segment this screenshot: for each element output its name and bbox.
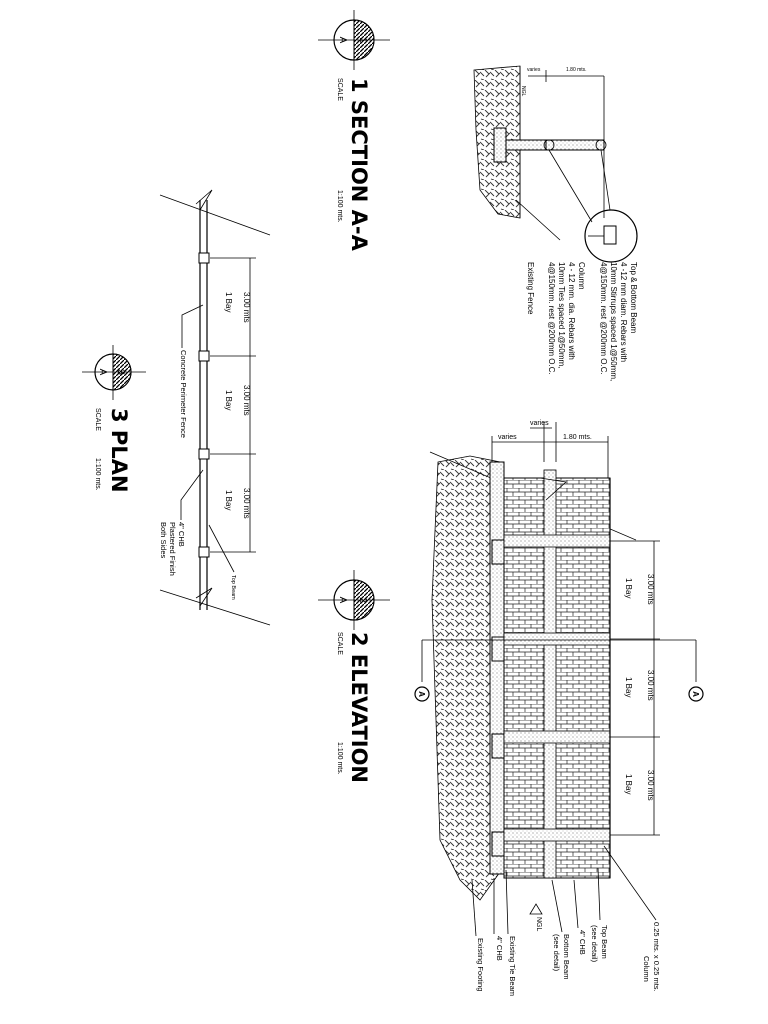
elevation-ngl: NGL [535,917,542,932]
section-detail-callout [515,149,638,263]
elevation-marker: A 2 [318,570,390,630]
elevation-marker-number: 2 [357,597,368,603]
section-marker-letter: A [337,37,348,44]
section-note-col-2: 4 - 12 mm. dia. Rebars with [567,262,576,360]
elevation-cut-a-left: A [417,691,426,697]
elevation-label-column-1: 0.25 mts. x 0.25 mts. [652,922,661,992]
plan-dimensions: 3.00 mts 3.00 mts 3.00 mts 1 Bay 1 Bay 1… [210,257,256,553]
elevation-label-tie-beam: Existing Tie Beam [508,936,517,996]
section-marker: A 1 [318,10,390,70]
plan-dim-3: 3.00 mts [242,488,251,519]
elevation-scale-label: SCALE [336,632,343,655]
plan-marker-number: 3 [115,369,126,375]
elevation-dim-1: 3.00 mts [646,574,655,605]
plan-dim-2: 3.00 mts [242,385,251,416]
section-scale-label: SCALE [336,78,343,101]
section-note-beam-3: 10mm Stirrups spaced 1@50mm, [609,262,618,381]
elevation-label-top-beam-2: (see detail) [590,925,599,963]
plan-label-chb-3: Both Sides [159,522,168,559]
section-marker-number: 1 [357,37,368,43]
section-title: 1 SECTION A-A [347,78,371,252]
plan-scale-label: SCALE [94,408,101,431]
plan-fence-line [159,189,271,626]
section-scale-value: 1:100 mts. [336,190,343,223]
elevation-dim-varies-1: varies [498,434,517,441]
section-note-fence: Existing Fence [526,262,535,315]
plan-bay-3: 1 Bay [224,490,233,510]
elevation-cut-line: A A [414,639,704,702]
elevation-label-chb-2: 4" CHB [495,936,504,961]
section-note-beam-1: Top & Bottom Beam [629,262,638,333]
section-note-col-1: Column [577,262,586,290]
elevation-title: 2 ELEVATION [347,632,371,783]
elevation-dim-180: 1.80 mts. [563,434,592,441]
elevation-label-chb: 4" CHB [578,930,587,955]
plan-dim-1: 3.00 mts [242,292,251,323]
elevation-dim-varies-2: varies [530,420,549,427]
elevation-dimensions: varies varies 1.80 mts. 3.00 mts 3.00 mt… [491,420,660,836]
section-ngl: NGL [520,86,526,97]
plan-title: 3 PLAN [107,408,131,493]
section-note-col-3: 10mm Ties spaced 1@50mm, [557,262,566,368]
elevation-bay-1: 1 Bay [624,578,633,598]
section-notes: Top & Bottom Beam 4 -12 mm diam. Rebars … [526,262,638,381]
plan-bay-1: 1 Bay [224,292,233,312]
plan-scale-value: 1:100 mts. [94,458,101,491]
elevation-dim-2: 3.00 mts [646,670,655,701]
section-dim-varies: varies [527,67,541,73]
elevation-label-bottom-beam-2: (see detail) [552,934,561,972]
plan-bay-2: 1 Bay [224,390,233,410]
section-dim-180: 1.80 mts. [566,67,587,73]
section-note-beam-4: 4@150mm. rest @200mm O.C. [599,262,608,375]
plan-drawing: 3.00 mts 3.00 mts 3.00 mts 1 Bay 1 Bay 1… [82,189,271,626]
elevation-bay-2: 1 Bay [624,677,633,697]
plan-labels: Concrete Perimeter Fence 4" CHB Plastere… [159,304,236,600]
elevation-scale-value: 1:100 mts. [336,742,343,775]
plan-label-top-beam: Top Beam [230,575,236,600]
elevation-wall [503,469,611,879]
plan-label-fence: Concrete Perimeter Fence [179,350,188,438]
plan-marker: A 3 [82,345,146,400]
elevation-label-column-2: Column [642,956,651,982]
section-note-col-4: 4@150mm. rest @200mm O.C. [547,262,556,375]
elevation-label-footing: Existing Footing [476,938,485,991]
section-fence-wall [543,76,607,218]
elevation-drawing: varies varies 1.80 mts. 3.00 mts 3.00 mt… [318,420,704,996]
plan-label-chb-2: Plastered Finish [168,522,177,576]
elevation-label-top-beam-1: Top Beam [600,925,609,959]
elevation-marker-letter: A [337,597,348,604]
elevation-callouts: NGL 0.25 mts. x 0.25 mts. Column Top Bea… [471,845,661,996]
section-note-beam-2: 4 -12 mm diam. Rebars with [619,262,628,362]
plan-marker-letter: A [97,369,108,376]
section-footing [493,127,547,163]
section-dimensions: varies 1.80 mts. NGL [520,67,604,97]
elevation-dim-3: 3.00 mts [646,770,655,801]
elevation-cut-a-right: A [691,691,700,697]
elevation-bay-3: 1 Bay [624,774,633,794]
elevation-label-bottom-beam-1: Bottom Beam [562,934,571,979]
section-a-a-drawing: A 1 1 SECTION A-A SCALE 1:100 mts. varie… [318,10,638,381]
plan-label-chb-1: 4" CHB [177,522,186,547]
